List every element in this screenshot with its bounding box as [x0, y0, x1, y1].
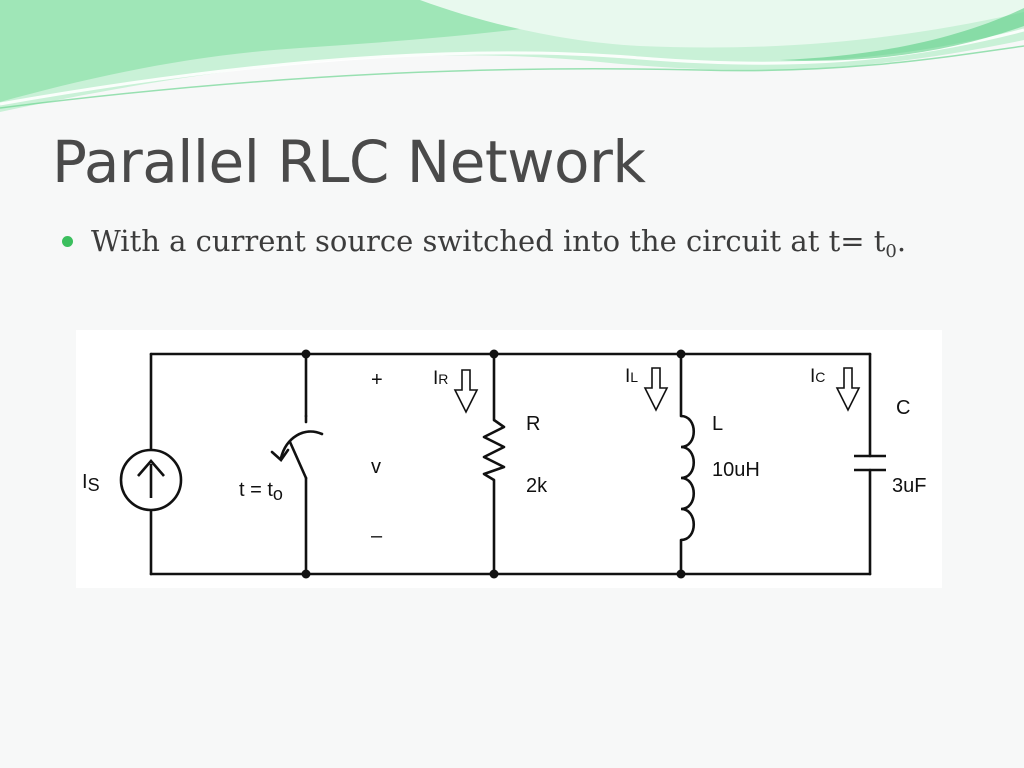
current-l-label: IL — [625, 366, 638, 387]
resistor-value-label: 2k — [526, 475, 548, 497]
junction-dot — [301, 569, 311, 579]
inductor-name-label: L — [712, 413, 723, 435]
current-c-label: IC — [810, 366, 825, 387]
junction-dot — [489, 569, 499, 579]
inductor-icon — [680, 414, 695, 542]
bullet-text: With a current source switched into the … — [91, 224, 906, 262]
resistor-name-label: R — [526, 413, 540, 435]
capacitor-value-label: 3uF — [892, 475, 926, 497]
voltage-minus-label: – — [371, 525, 383, 547]
source-label: IS — [82, 471, 100, 495]
switch-icon — [270, 414, 324, 480]
bullet-text-suffix: . — [896, 224, 907, 258]
slide-title: Parallel RLC Network — [52, 128, 646, 196]
circuit-diagram: IS t = to + v – IR IL IC R 2k L 10uH C 3… — [76, 330, 942, 588]
capacitor-name-label: C — [896, 397, 910, 419]
resistor-icon — [482, 418, 506, 482]
junction-dot — [676, 349, 686, 359]
junction-dot — [676, 569, 686, 579]
junction-dot — [489, 349, 499, 359]
current-arrow-l-icon — [643, 367, 669, 412]
voltage-label: v — [371, 456, 381, 478]
bullet-text-prefix: With a current source switched into the … — [91, 224, 886, 258]
header-wave-decoration — [0, 0, 1024, 112]
switch-label: t = to — [239, 479, 283, 504]
junction-dot — [301, 349, 311, 359]
inductor-value-label: 10uH — [712, 459, 760, 481]
circuit-diagram-svg: IS t = to + v – IR IL IC R 2k L 10uH C 3… — [82, 349, 926, 579]
bullet-text-subscript: 0 — [885, 241, 897, 262]
voltage-plus-label: + — [371, 369, 383, 391]
current-arrow-c-icon — [835, 367, 861, 412]
bullet-dot-icon — [62, 235, 73, 247]
junction-dots — [301, 349, 686, 579]
capacitor-icon — [854, 454, 886, 472]
current-source-icon — [119, 448, 183, 512]
bullet-item: With a current source switched into the … — [62, 224, 906, 262]
current-arrow-r-icon — [453, 369, 479, 414]
current-r-label: IR — [433, 368, 448, 389]
